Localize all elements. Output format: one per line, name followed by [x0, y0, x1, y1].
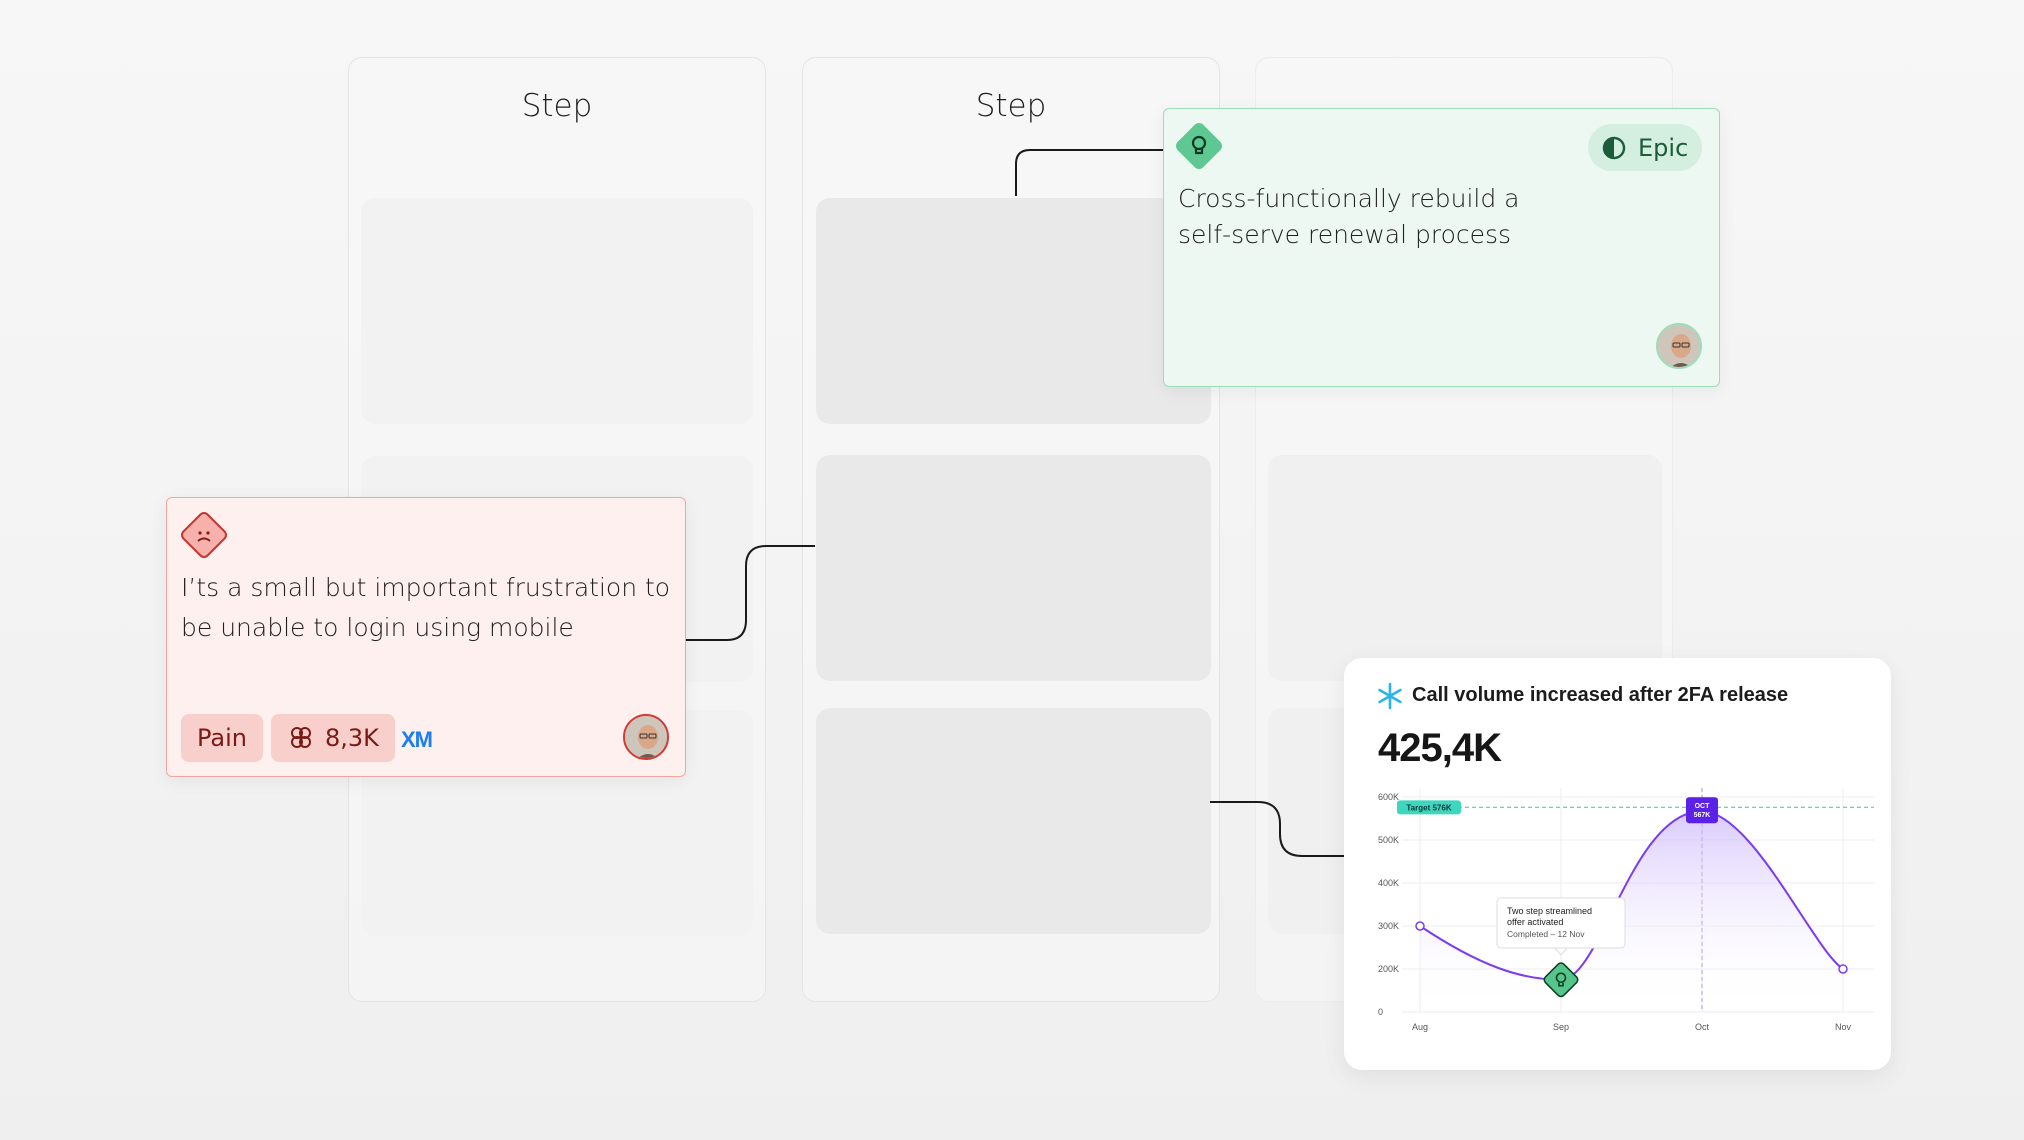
series-line	[1419, 810, 1844, 981]
y-tick-label: 400K	[1378, 878, 1399, 888]
data-point	[1415, 921, 1425, 931]
chart-card[interactable]: Call volume increased after 2FA release …	[1344, 658, 1891, 1070]
call-volume-chart: 0 200K 300K 400K 500K 600K Aug Sep Oct Nov Target …	[1378, 788, 1874, 1032]
placeholder-card	[361, 198, 753, 424]
y-tick-label: 500K	[1378, 835, 1399, 845]
epic-card-text: Cross-functionally rebuild a self-serve …	[1178, 181, 1519, 253]
placeholder-card	[816, 455, 1211, 681]
target-badge	[1397, 800, 1461, 815]
snowflake-icon	[1378, 682, 1402, 710]
epic-badge-label: Epic	[1638, 133, 1689, 162]
column-title: Step	[521, 88, 593, 124]
x-tick-label: Oct	[1695, 1022, 1710, 1032]
y-tick-label: 200K	[1378, 964, 1399, 974]
xm-logo: XM	[401, 727, 433, 752]
data-point	[1838, 964, 1848, 974]
half-circle-icon	[1602, 136, 1626, 159]
series-area	[1420, 811, 1843, 1012]
x-tick-label: Aug	[1412, 1022, 1428, 1032]
placeholder-card	[816, 708, 1211, 934]
sad-face-icon	[178, 509, 230, 561]
epic-text-line: self-serve renewal process	[1178, 220, 1512, 249]
pain-card-text: I’ts a small but important frustration t…	[181, 568, 670, 648]
y-tick-label: 600K	[1378, 792, 1399, 802]
placeholder-card	[1268, 455, 1662, 681]
peak-badge	[1686, 797, 1718, 824]
annotation-line: offer activated	[1507, 917, 1563, 927]
metric-value: 8,3K	[325, 724, 379, 752]
milestone-lightbulb-icon	[1543, 962, 1579, 998]
chart-value: 425,4K	[1378, 726, 1502, 770]
user-avatar[interactable]	[1656, 323, 1702, 369]
placeholder-card	[816, 198, 1211, 424]
metric-pill: 8,3K	[271, 714, 395, 762]
x-tick-label: Nov	[1835, 1022, 1852, 1032]
brain-icon	[291, 727, 311, 748]
step-column-2: Step	[802, 57, 1220, 1002]
y-tick-label: 300K	[1378, 921, 1399, 931]
annotation-pointer	[1553, 947, 1569, 956]
epic-card[interactable]: Epic Cross-functionally rebuild a self-s…	[1163, 108, 1720, 387]
column-title: Step	[975, 88, 1047, 124]
user-avatar[interactable]	[623, 714, 669, 760]
pain-tag-label: Pain	[197, 724, 247, 752]
chart-title: Call volume increased after 2FA release	[1412, 684, 1789, 706]
epic-badge: Epic	[1588, 124, 1703, 171]
x-tick-label: Sep	[1553, 1022, 1569, 1032]
target-label: Target 576K	[1406, 803, 1451, 812]
y-tick-label: 0	[1378, 1007, 1383, 1017]
annotation-date: Completed – 12 Nov	[1507, 929, 1585, 939]
peak-label: OCT	[1695, 803, 1711, 810]
lightbulb-icon	[1173, 120, 1225, 172]
pain-text-line: be unable to login using mobile	[181, 613, 574, 642]
epic-text-line: Cross-functionally rebuild a	[1178, 184, 1520, 213]
annotation-line: Two step streamlined	[1507, 906, 1592, 916]
peak-value: 567K	[1694, 812, 1711, 819]
pain-text-line: I’ts a small but important frustration t…	[181, 573, 671, 602]
pain-tag: Pain	[181, 714, 263, 762]
pain-card[interactable]: I’ts a small but important frustration t…	[166, 497, 686, 777]
